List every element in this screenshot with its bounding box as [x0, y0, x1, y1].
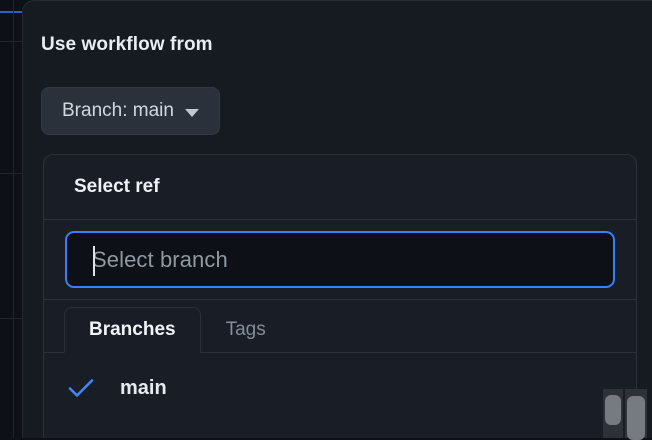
list-item-label: main [120, 377, 167, 400]
tab-tags-label: Tags [226, 319, 266, 341]
tab-branches[interactable]: Branches [64, 307, 201, 353]
branch-search-input[interactable]: Select branch [65, 231, 615, 288]
backdrop-divider [0, 318, 24, 319]
select-ref-panel: Select ref Select branch Branches Tags [43, 154, 637, 438]
backdrop-divider [0, 41, 24, 42]
branch-search-placeholder: Select branch [92, 247, 228, 273]
list-item[interactable]: main [44, 367, 636, 409]
page-title: Use workflow from [41, 34, 213, 56]
branch-selector-label: Branch: main [62, 100, 174, 122]
ref-list: main [44, 353, 636, 409]
branch-selector-button[interactable]: Branch: main [41, 87, 220, 135]
list-scrollbar-thumb[interactable] [605, 395, 621, 425]
list-scrollbar[interactable] [603, 389, 623, 438]
chevron-down-icon [185, 109, 199, 117]
select-ref-title: Select ref [74, 176, 160, 198]
select-ref-header: Select ref [44, 155, 636, 220]
tab-branches-label: Branches [89, 319, 176, 341]
tab-tags[interactable]: Tags [201, 307, 291, 353]
page-scrollbar-thumb[interactable] [627, 396, 645, 440]
ref-type-tabs: Branches Tags [44, 300, 636, 353]
use-workflow-dialog: Use workflow from Branch: main Select re… [22, 0, 652, 438]
backdrop-edge [13, 0, 14, 438]
backdrop-accent-rule [0, 11, 22, 13]
page-scrollbar[interactable] [625, 389, 647, 438]
check-icon [64, 378, 98, 398]
text-cursor [93, 246, 95, 276]
search-row: Select branch [44, 220, 636, 300]
backdrop-divider [0, 173, 24, 174]
